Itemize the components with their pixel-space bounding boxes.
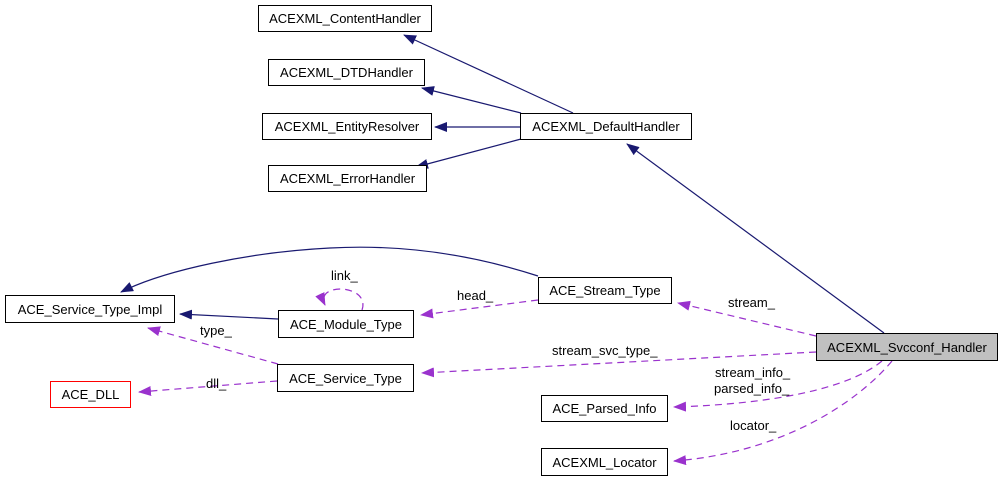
edge-label-stream: stream_	[728, 295, 775, 310]
node-ace-service-type-impl[interactable]: ACE_Service_Type_Impl	[5, 295, 175, 323]
edge-usage-streamtype-moduletype-head	[420, 299, 539, 319]
edge-inherit-defaulthandler-contenthandler	[403, 34, 574, 114]
node-ace-stream-type[interactable]: ACE_Stream_Type	[538, 277, 672, 304]
edge-label-stream-info: stream_info_	[715, 365, 791, 380]
node-acexml-locator[interactable]: ACEXML_Locator	[541, 448, 668, 476]
edge-label-link: link_	[331, 268, 358, 283]
edge-inherit-defaulthandler-errorhandler	[415, 138, 522, 169]
edge-label-parsed-info: parsed_info_	[714, 381, 790, 396]
edge-label-head: head_	[457, 288, 494, 303]
node-acexml-dtdhandler[interactable]: ACEXML_DTDHandler	[268, 59, 425, 86]
node-ace-module-type[interactable]: ACE_Module_Type	[278, 310, 414, 338]
edge-inherit-streamtype-servicetypeimpl	[120, 246, 539, 293]
edge-label-dll: dll_	[206, 376, 227, 391]
edge-usage-servicetype-servicetypeimpl-type	[147, 326, 279, 365]
edge-inherit-svcconfhandler-defaulthandler	[626, 143, 885, 334]
edge-label-stream-svc-type: stream_svc_type_	[552, 343, 658, 358]
edge-usage-svcconfhandler-parsedinfo-streaminfo-parsedinfo	[673, 360, 883, 412]
edge-inherit-defaulthandler-dtdhandler	[421, 86, 522, 114]
node-ace-service-type[interactable]: ACE_Service_Type	[277, 364, 414, 392]
edge-label-locator: locator_	[730, 418, 777, 433]
node-acexml-entityresolver[interactable]: ACEXML_EntityResolver	[262, 113, 432, 140]
node-acexml-errorhandler[interactable]: ACEXML_ErrorHandler	[268, 165, 427, 192]
edge-inherit-moduletype-servicetypeimpl	[179, 309, 279, 320]
edge-label-type: type_	[200, 323, 232, 338]
node-ace-parsed-info[interactable]: ACE_Parsed_Info	[541, 395, 668, 422]
node-ace-dll[interactable]: ACE_DLL	[50, 381, 131, 408]
node-acexml-svcconf-handler: ACEXML_Svcconf_Handler	[816, 333, 998, 361]
node-acexml-defaulthandler[interactable]: ACEXML_DefaultHandler	[520, 113, 692, 140]
edge-usage-moduletype-self-link	[315, 288, 364, 311]
node-acexml-contenthandler[interactable]: ACEXML_ContentHandler	[258, 5, 432, 32]
edge-usage-svcconfhandler-servicetype-streamsvctype	[421, 351, 817, 378]
edge-usage-svcconfhandler-locator-locator	[673, 360, 893, 466]
